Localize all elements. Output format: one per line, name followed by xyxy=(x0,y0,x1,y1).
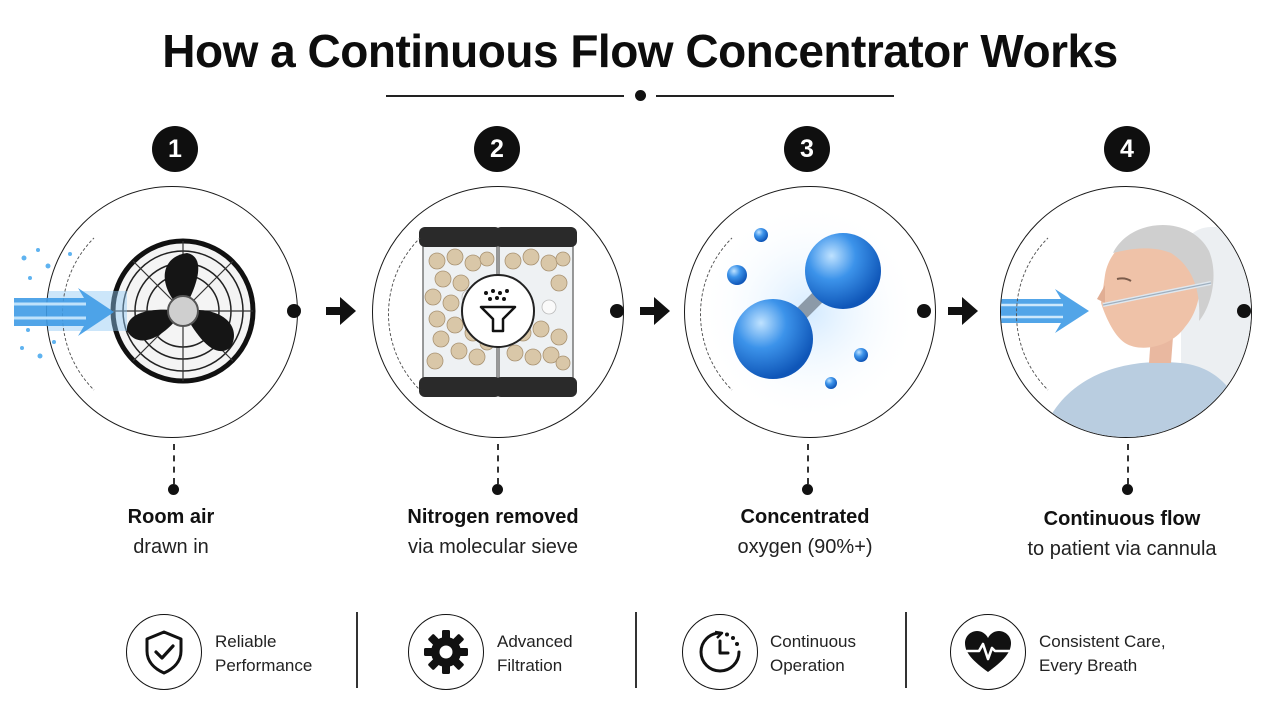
step-3-badge: 3 xyxy=(784,126,830,172)
gear-icon xyxy=(424,630,468,674)
feature-1-text: Reliable Performance xyxy=(215,630,312,678)
step-1-caption: Room air drawn in xyxy=(31,502,311,562)
feature-4-line1: Consistent Care, xyxy=(1039,632,1166,651)
arrow-right-icon xyxy=(326,297,356,325)
step-2-connector-node xyxy=(610,304,624,318)
step-3-caption-regular: oxygen (90%+) xyxy=(737,536,873,558)
step-3-leader xyxy=(807,444,809,484)
feature-separator xyxy=(635,612,637,688)
step-4-badge: 4 xyxy=(1104,126,1150,172)
step-2-caption: Nitrogen removed via molecular sieve xyxy=(353,502,633,562)
step-2-caption-regular: via molecular sieve xyxy=(407,536,579,558)
step-4-caption-regular: to patient via cannula xyxy=(1027,538,1217,560)
step-4-caption-bold: Continuous flow xyxy=(1043,508,1201,530)
arrow-right-icon xyxy=(640,297,670,325)
step-3-leader-dot xyxy=(802,484,813,495)
page-title: How a Continuous Flow Concentrator Works xyxy=(162,25,1118,77)
feature-3-icon-circle xyxy=(682,614,758,690)
step-1-caption-regular: drawn in xyxy=(133,536,209,558)
title-divider-right xyxy=(656,95,894,97)
air-flow-icon xyxy=(14,248,114,359)
step-2-caption-bold: Nitrogen removed xyxy=(407,506,579,528)
feature-2-text: Advanced Filtration xyxy=(497,630,573,678)
heart-pulse-icon xyxy=(965,631,1011,672)
step-1-leader-dot xyxy=(168,484,179,495)
feature-separator xyxy=(905,612,907,688)
feature-2-line2: Filtration xyxy=(497,656,563,675)
title-divider-left xyxy=(386,95,624,97)
feature-1-line1: Reliable xyxy=(215,632,277,651)
step-3-caption-bold: Concentrated xyxy=(740,506,870,528)
step-1-caption-bold: Room air xyxy=(127,506,215,528)
step-2-leader-dot xyxy=(492,484,503,495)
step-1-connector-node xyxy=(287,304,301,318)
shield-check-icon xyxy=(145,630,183,675)
feature-4-icon-circle xyxy=(950,614,1026,690)
feature-3-text: Continuous Operation xyxy=(770,630,856,678)
step-1-leader xyxy=(173,444,175,484)
feature-separator xyxy=(356,612,358,688)
feature-2-icon-circle xyxy=(408,614,484,690)
step-1-badge: 1 xyxy=(152,126,198,172)
feature-2-line1: Advanced xyxy=(497,632,573,651)
step-2-leader xyxy=(497,444,499,484)
title-divider-dot xyxy=(635,90,646,101)
step-4-leader-dot xyxy=(1122,484,1133,495)
feature-3-line1: Continuous xyxy=(770,632,857,651)
step-3-inner-arc xyxy=(700,206,916,422)
step-3-caption: Concentrated oxygen (90%+) xyxy=(665,502,945,562)
feature-4-text: Consistent Care, Every Breath xyxy=(1039,630,1166,678)
feature-1-line2: Performance xyxy=(215,656,313,675)
step-4-connector-node xyxy=(1237,304,1251,318)
step-2-badge: 2 xyxy=(474,126,520,172)
step-4-caption: Continuous flow to patient via cannula xyxy=(982,504,1262,564)
step-3-connector-node xyxy=(917,304,931,318)
clock-icon xyxy=(699,630,741,673)
feature-3-line2: Operation xyxy=(770,656,845,675)
arrow-right-icon xyxy=(948,297,978,325)
feature-1-icon-circle xyxy=(126,614,202,690)
step-4-leader xyxy=(1127,444,1129,484)
step-2-inner-arc xyxy=(388,206,604,422)
feature-4-line2: Every Breath xyxy=(1039,656,1138,675)
step-4-inner-arc xyxy=(1016,206,1232,422)
